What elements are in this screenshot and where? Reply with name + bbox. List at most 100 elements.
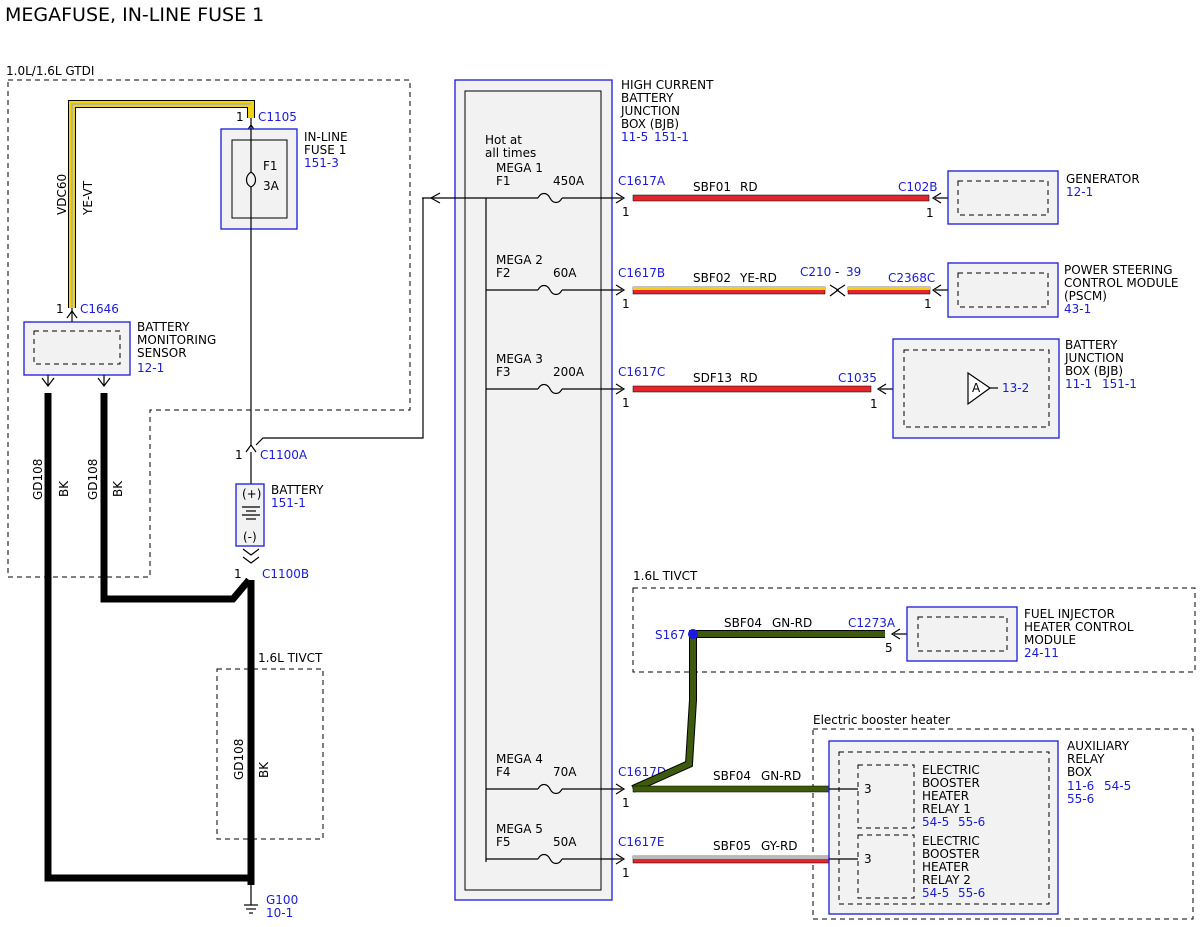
wire-gd108-left	[44, 393, 251, 882]
mega-fuse-rating: 70A	[553, 765, 577, 779]
relay1-ref-1[interactable]: 54-5	[922, 815, 949, 829]
aux-relay-ref-1[interactable]: 11-6	[1067, 779, 1094, 793]
c210-pin[interactable]: 39	[846, 265, 861, 279]
connector-arrow-icon	[615, 383, 626, 395]
c1646-connector[interactable]: C1646	[80, 302, 119, 316]
inline-fuse-rating: 3A	[263, 179, 280, 193]
bms-ground-pin-1-icon	[41, 375, 55, 387]
connector-arrow-icon	[615, 783, 626, 795]
c1100a-connector[interactable]: C1100A	[260, 448, 308, 462]
c210-dash: -	[835, 265, 839, 279]
bjb-high-name-4: BOX (BJB)	[621, 117, 679, 131]
fuse-icon	[537, 783, 563, 795]
ground-ref[interactable]: 10-1	[266, 906, 293, 920]
wire-sdf13-circuit: SDF13	[693, 371, 732, 385]
connector-arrow-icon	[615, 192, 626, 204]
pscm-connector[interactable]: C2368C	[888, 271, 935, 285]
gd108-right-color: BK	[257, 761, 271, 778]
pscm-ref[interactable]: 43-1	[1064, 302, 1091, 316]
inline-fuse-f1: F1	[263, 159, 278, 173]
c1105-pin: 1	[236, 110, 244, 124]
generator-arrow-icon	[931, 192, 942, 204]
bms-inner	[33, 330, 121, 365]
wire-sbf05-circuit: SBF05	[713, 839, 751, 853]
c1105-connector[interactable]: C1105	[258, 110, 297, 124]
gd108-left-color: BK	[57, 480, 71, 497]
ground-name[interactable]: G100	[266, 893, 298, 907]
fihcm-arrow-icon	[890, 628, 901, 640]
wire-sbf01-circuit: SBF01	[693, 180, 731, 194]
gd108-left-circuit: GD108	[31, 459, 45, 500]
aux-relay-ref-2[interactable]: 54-5	[1104, 779, 1131, 793]
c1100b-connector[interactable]: C1100B	[262, 567, 309, 581]
relay2-ref-2[interactable]: 55-6	[958, 886, 985, 900]
bjb-ref-2[interactable]: 151-1	[1102, 377, 1137, 391]
pscm-arrow-icon	[931, 284, 942, 297]
generator-ref[interactable]: 12-1	[1066, 185, 1093, 199]
mega-fuse-rating: 200A	[553, 365, 585, 379]
generator-connector[interactable]: C102B	[898, 180, 938, 194]
bjb-ref-a[interactable]: 13-2	[1002, 381, 1029, 395]
fihcm-connector[interactable]: C1273A	[848, 616, 896, 630]
bjb-output-pin: 1	[622, 866, 630, 880]
wire-vdc60-color: YE-VT	[81, 180, 95, 216]
mega-fuse-rating: 60A	[553, 266, 577, 280]
region-booster	[812, 728, 1194, 920]
bms-name-3: SENSOR	[137, 346, 187, 360]
aux-relay-name-3: BOX	[1067, 765, 1092, 779]
relay2-box	[857, 834, 915, 899]
fuse-icon	[537, 192, 563, 204]
mega-fuse-id: F4	[496, 765, 511, 779]
wire-sbf02-color: YE-RD	[739, 271, 777, 285]
wire-sbf01-color: RD	[740, 180, 758, 194]
wire-sbf04-path	[631, 631, 885, 792]
battery-ref[interactable]: 151-1	[271, 496, 306, 510]
bjb-ref-1[interactable]: 11-1	[1065, 377, 1092, 391]
bjb-output-connector[interactable]: C1617E	[618, 835, 665, 849]
c210-connector[interactable]: C210	[800, 265, 831, 279]
bjb-arrow-icon	[876, 383, 887, 395]
wire-vdc60-circuit: VDC60	[55, 174, 69, 215]
bjb-output-connector[interactable]: C1617A	[618, 174, 666, 188]
wire-sdf13	[632, 385, 872, 393]
relay1-pin: 3	[864, 782, 872, 796]
mega-fuse-name: MEGA 2	[496, 253, 543, 267]
bjb-high-ref-1[interactable]: 11-5	[621, 130, 648, 144]
bjb-output-connector[interactable]: C1617B	[618, 266, 665, 280]
mega-fuse-id: F5	[496, 835, 511, 849]
aux-relay-ref-3[interactable]: 55-6	[1067, 792, 1094, 806]
bjb-output-connector[interactable]: C1617C	[618, 365, 665, 379]
inline-fuse-name-1: IN-LINE	[304, 130, 348, 144]
battery-cell-icon	[242, 506, 260, 520]
c1100a-arrow-icon	[245, 443, 257, 453]
battery-minus: (-)	[243, 530, 257, 544]
wire-sbf01	[632, 194, 930, 202]
relay1-ref-2[interactable]: 55-6	[958, 815, 985, 829]
wire-sbf02-circuit: SBF02	[693, 271, 731, 285]
gd108-mid-color: BK	[111, 480, 125, 497]
generator-name: GENERATOR	[1066, 172, 1140, 186]
gd108-mid-circuit: GD108	[86, 459, 100, 500]
splice-s167[interactable]: S167	[655, 628, 686, 642]
fihcm-ref[interactable]: 24-11	[1024, 646, 1059, 660]
wire-sbf04-upper-circuit: SBF04	[724, 616, 762, 630]
wire-gd108-mid	[100, 393, 252, 603]
region-label-booster: Electric booster heater	[813, 713, 950, 727]
pscm-name-3: (PSCM)	[1064, 289, 1107, 303]
bjb-connector[interactable]: C1035	[838, 371, 877, 385]
bms-ref[interactable]: 12-1	[137, 361, 164, 375]
bjb-output-pin: 1	[622, 796, 630, 810]
relay2-ref-1[interactable]: 54-5	[922, 886, 949, 900]
bjb-pin: 1	[870, 397, 878, 411]
fihcm-name-3: MODULE	[1024, 633, 1076, 647]
fuse-icon	[537, 284, 563, 296]
bjb-triangle-icon	[967, 371, 992, 406]
bjb-high-ref-2[interactable]: 151-1	[654, 130, 689, 144]
pscm-pin: 1	[924, 297, 932, 311]
inline-fuse-ref[interactable]: 151-3	[304, 156, 339, 170]
fihcm-pin: 5	[885, 641, 893, 655]
